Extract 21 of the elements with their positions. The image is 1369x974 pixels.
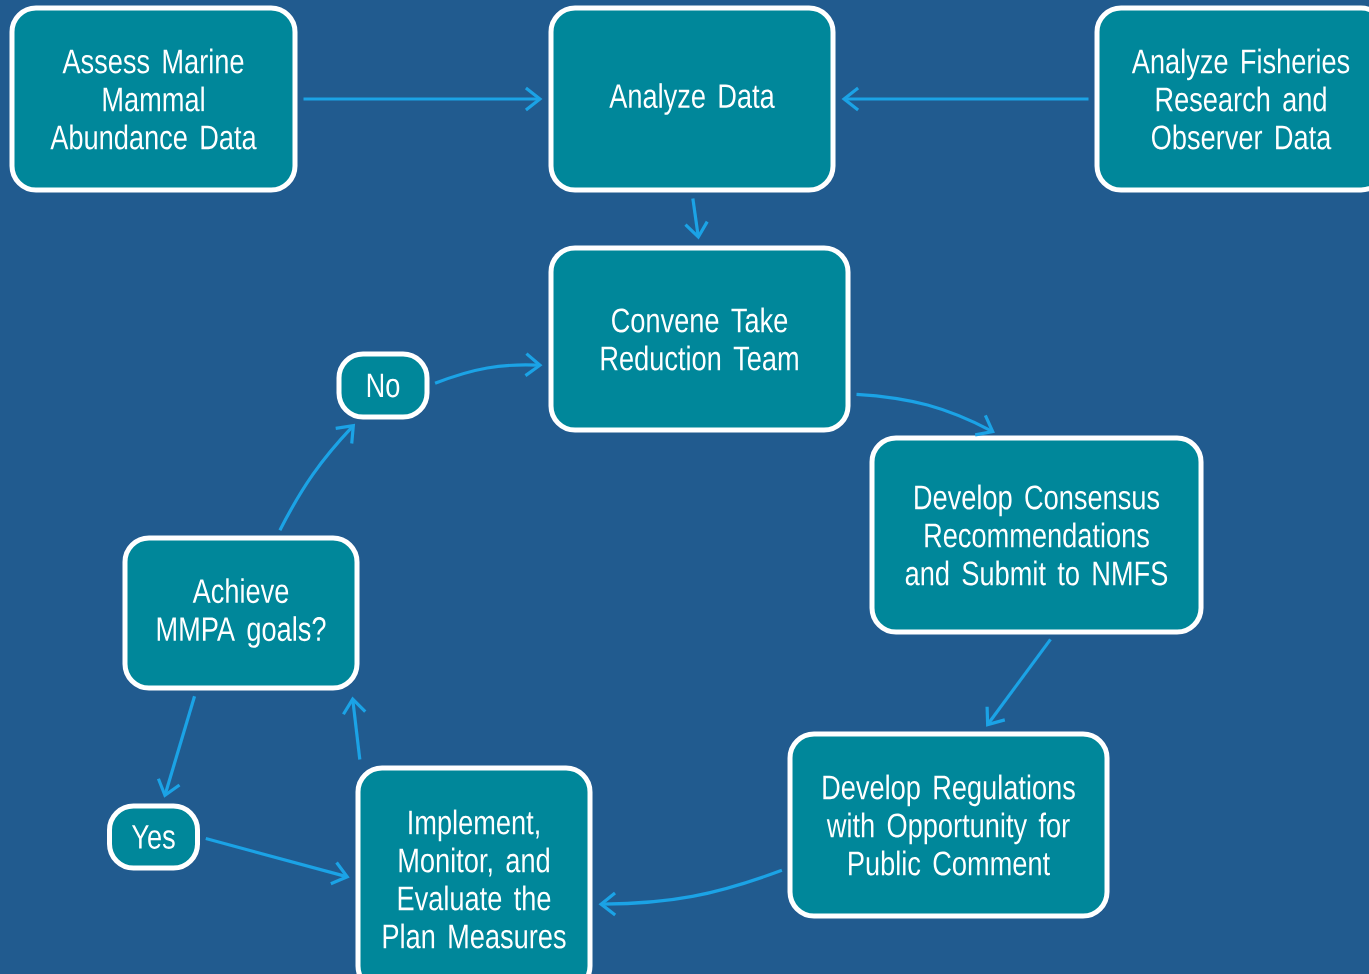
arrow: [205, 837, 350, 886]
arrow: [303, 86, 543, 112]
answer-box: No: [336, 351, 430, 420]
arrow: [598, 868, 783, 917]
process-box: Analyze Data: [548, 5, 836, 193]
process-box: Develop Regulations with Opportunity for Public Comment: [787, 731, 1110, 919]
process-box: Implement, Monitor, and Evaluate the Plan Measures: [355, 765, 593, 974]
process-box: Develop Consensus Recommendations and Submit to NMFS: [869, 435, 1204, 635]
arrow: [434, 352, 543, 385]
process-box: Convene Take Reduction Team: [548, 245, 851, 433]
answer-box: Yes: [107, 803, 200, 871]
arrow: [342, 696, 367, 760]
arrow: [684, 198, 709, 240]
decision-box: Achieve MMPA goals?: [122, 535, 360, 691]
process-box: Analyze Fisheries Research and Observer Data: [1094, 5, 1369, 193]
arrow: [278, 423, 356, 531]
process-box: Assess Marine Mammal Abundance Data: [9, 5, 298, 193]
arrow: [156, 695, 197, 798]
arrow: [841, 86, 1089, 112]
arrow: [856, 392, 995, 437]
arrow: [985, 638, 1052, 727]
